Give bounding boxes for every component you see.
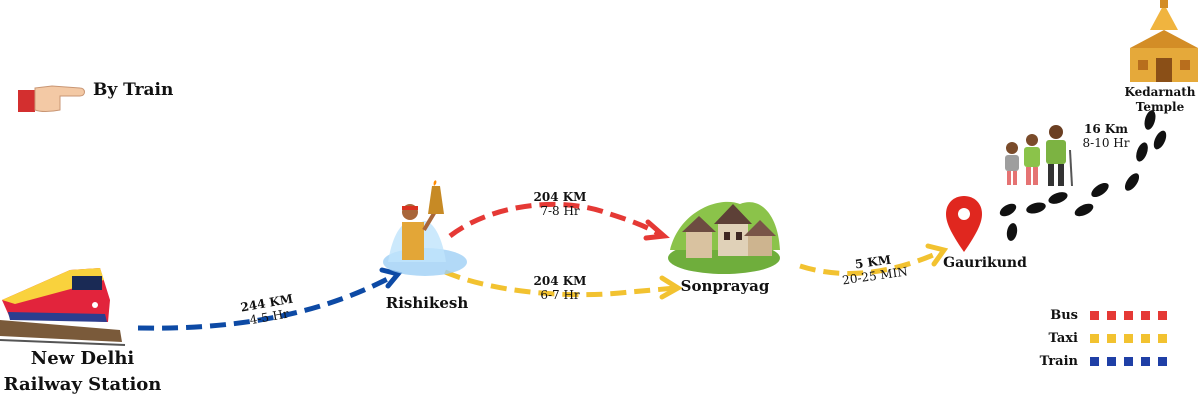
leg-label-bus: 204 KM 7-8 Hr — [525, 190, 595, 218]
village-icon — [668, 201, 780, 274]
route-taxi-leg — [444, 269, 677, 298]
leg-distance: 204 KM — [533, 190, 587, 204]
legend-label-train: Train — [1039, 353, 1078, 369]
leg-time: 6-7 Hr — [540, 288, 580, 302]
legend-swatch-bus — [1090, 310, 1167, 320]
origin-label-line1: New Delhi — [30, 348, 135, 369]
arrow-head-bus — [643, 219, 670, 241]
rishikesh-aarti-icon — [383, 180, 467, 276]
train-icon — [0, 268, 126, 346]
temple-label: Kedarnath Temple — [1120, 85, 1200, 115]
leg-label-trek: 16 Km 8-10 Hr — [1076, 122, 1136, 150]
route-taxi-leg-2 — [799, 249, 942, 276]
leg-label-taxi: 204 KM 6-7 Hr — [525, 274, 595, 302]
pointing-hand-icon — [18, 85, 85, 112]
legend-swatch-taxi — [1090, 333, 1167, 343]
leg-distance: 204 KM — [533, 274, 587, 288]
rishikesh-label: Rishikesh — [385, 294, 469, 312]
arrow-head-taxi-2 — [925, 243, 949, 267]
arrow-head-train — [379, 267, 403, 289]
temple-label-line2: Temple — [1135, 100, 1185, 114]
origin-label-line2: Railway Station — [3, 374, 162, 395]
leg-time: 7-8 Hr — [540, 204, 580, 218]
legend-label-taxi: Taxi — [1048, 330, 1078, 346]
gaurikund-label: Gaurikund — [943, 255, 1027, 271]
arrow-head-taxi — [659, 275, 683, 300]
origin-label: New Delhi Railway Station — [0, 346, 165, 398]
hikers-icon — [1005, 125, 1073, 187]
legend-item-train: Train — [1018, 350, 1167, 372]
temple-icon — [1130, 0, 1198, 82]
footprints-icon — [999, 110, 1167, 241]
leg-distance: 16 Km — [1083, 122, 1128, 136]
leg-time: 8-10 Hr — [1082, 136, 1130, 150]
route-bus-leg — [448, 201, 664, 239]
sonprayag-label: Sonprayag — [680, 277, 770, 295]
legend-swatch-train — [1090, 356, 1167, 366]
temple-label-line1: Kedarnath — [1124, 85, 1196, 99]
location-pin-icon — [946, 196, 982, 252]
legend-item-taxi: Taxi — [1018, 326, 1167, 350]
route-train-leg — [137, 272, 397, 331]
legend-label-bus: Bus — [1050, 307, 1078, 323]
legend-item-bus: Bus — [1018, 304, 1167, 326]
mode-title: By Train — [93, 80, 174, 100]
legend: Bus Taxi Train — [1018, 304, 1167, 372]
